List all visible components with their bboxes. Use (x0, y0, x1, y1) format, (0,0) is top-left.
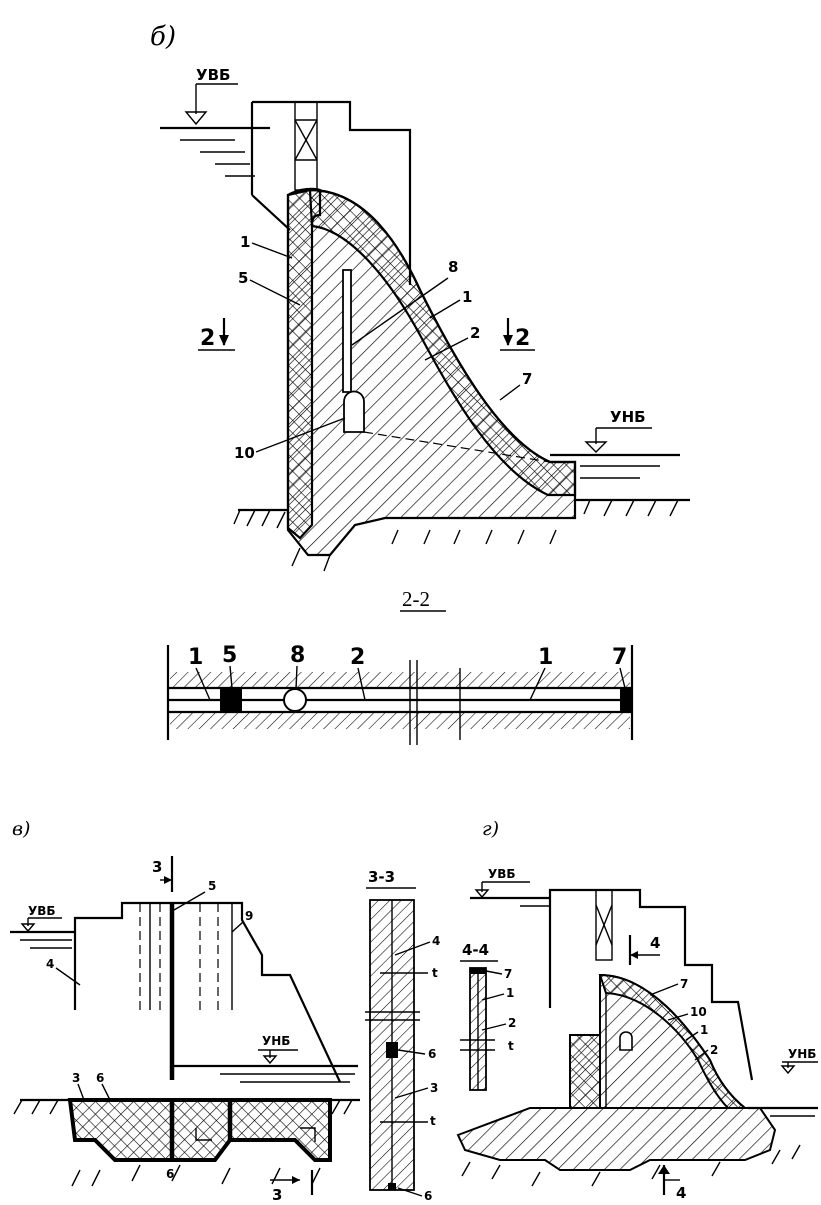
waterstop-3-3 (386, 1042, 398, 1058)
callout-44-2: 2 (508, 1016, 516, 1030)
gate-b (294, 101, 318, 191)
upstream-level-b-label: УВБ (196, 66, 230, 84)
panel-v-label: в) (12, 818, 30, 840)
section-mark-2: 2 2 (198, 318, 535, 351)
callout-g-1: 1 (700, 1023, 708, 1037)
callout-44-1: 1 (506, 986, 514, 1000)
downstream-level-v: УНБ (172, 1034, 358, 1083)
upstream-level-v: УВБ (10, 904, 75, 949)
section-2-2: 2-2 1 5 8 2 1 7 (166, 587, 634, 745)
panel-b: б) УВБ (150, 22, 690, 572)
foundation-v (67, 1098, 332, 1162)
callout-g-7: 7 (680, 977, 688, 991)
callouts-b: 1 5 8 1 2 7 10 (234, 233, 532, 462)
callout-g-2: 2 (710, 1043, 718, 1057)
section-mark-3-top: 3 (152, 858, 162, 876)
callout-33-6b: 6 (424, 1189, 432, 1203)
callout-v-9: 9 (245, 909, 253, 923)
gallery-g (619, 1031, 633, 1051)
section-mark-2-right: 2 (515, 326, 530, 351)
section-2-2-title: 2-2 (402, 587, 430, 611)
waterstop-5 (220, 688, 242, 712)
callout-33-6: 6 (428, 1047, 436, 1061)
section-mark-4-bottom: 4 (676, 1184, 686, 1202)
upstream-level-g-label: УВБ (488, 867, 516, 881)
callout-b-5: 5 (238, 269, 248, 287)
callout-b-2: 2 (470, 324, 480, 342)
panel-v: в) 3 УВБ УНБ (10, 818, 360, 1204)
callout-b-7: 7 (522, 370, 532, 388)
callout-33-t1: t (432, 966, 438, 980)
callout-v-4: 4 (46, 957, 54, 971)
callout-22-8: 8 (290, 643, 305, 668)
upstream-block-g (569, 1034, 601, 1109)
callout-v-6b: 6 (166, 1167, 174, 1181)
callout-44-7: 7 (504, 967, 512, 981)
upstream-level-b: УВБ (160, 66, 270, 177)
section-mark-3-bottom: 3 (272, 1186, 282, 1204)
section-3-3-title: 3-3 (368, 868, 395, 886)
panel-g-label: г) (482, 818, 499, 840)
callout-b-1b: 1 (462, 288, 472, 306)
callout-v-6a: 6 (96, 1071, 104, 1085)
panel-g: г) УВБ 4-4 7 1 2 t (456, 818, 818, 1202)
callout-v-5: 5 (208, 879, 216, 893)
downstream-level-v-label: УНБ (262, 1034, 290, 1048)
drain-chamber-b (343, 390, 365, 433)
callout-44-t: t (508, 1039, 514, 1053)
section-3-3: 3-3 4 t 6 3 t 6 (365, 868, 440, 1203)
upstream-level-g: УВБ (470, 867, 550, 907)
callout-v-3: 3 (72, 1071, 80, 1085)
section-4-4-title: 4-4 (462, 941, 489, 959)
ground-b (233, 498, 690, 572)
section-mark-4-top: 4 (650, 934, 660, 952)
callout-33-3: 3 (430, 1081, 438, 1095)
joint-line-b (363, 431, 551, 463)
callout-g-10: 10 (690, 1005, 707, 1019)
gallery-b (342, 269, 352, 393)
callout-22-1b: 1 (538, 645, 553, 670)
callout-33-t2: t (430, 1114, 436, 1128)
callout-b-10: 10 (234, 444, 255, 462)
base-slab-g (456, 1107, 777, 1171)
downstream-level-b-label: УНБ (610, 408, 646, 426)
callout-22-2: 2 (350, 645, 365, 670)
panel-b-label: б) (150, 22, 176, 52)
section-4-4: 4-4 7 1 2 t (460, 941, 516, 1091)
downstream-level-b: УНБ (550, 408, 680, 479)
drain-8 (283, 688, 307, 712)
downstream-strip-b (308, 188, 577, 497)
upstream-level-v-label: УВБ (28, 904, 56, 918)
pier-outline-g (548, 888, 754, 1081)
callout-33-4: 4 (432, 934, 440, 948)
callout-22-7: 7 (612, 645, 627, 670)
downstream-level-g-label: УНБ (788, 1047, 816, 1061)
gate-g (595, 889, 613, 961)
callout-b-1a: 1 (240, 233, 250, 251)
pier-outline-v (73, 901, 341, 1083)
downstream-level-g: УНБ (748, 1047, 818, 1117)
section-mark-2-left: 2 (200, 326, 215, 351)
callout-22-1a: 1 (188, 645, 203, 670)
callout-22-5: 5 (222, 643, 237, 668)
waterstop-7 (620, 688, 632, 712)
callout-b-8: 8 (448, 258, 458, 276)
